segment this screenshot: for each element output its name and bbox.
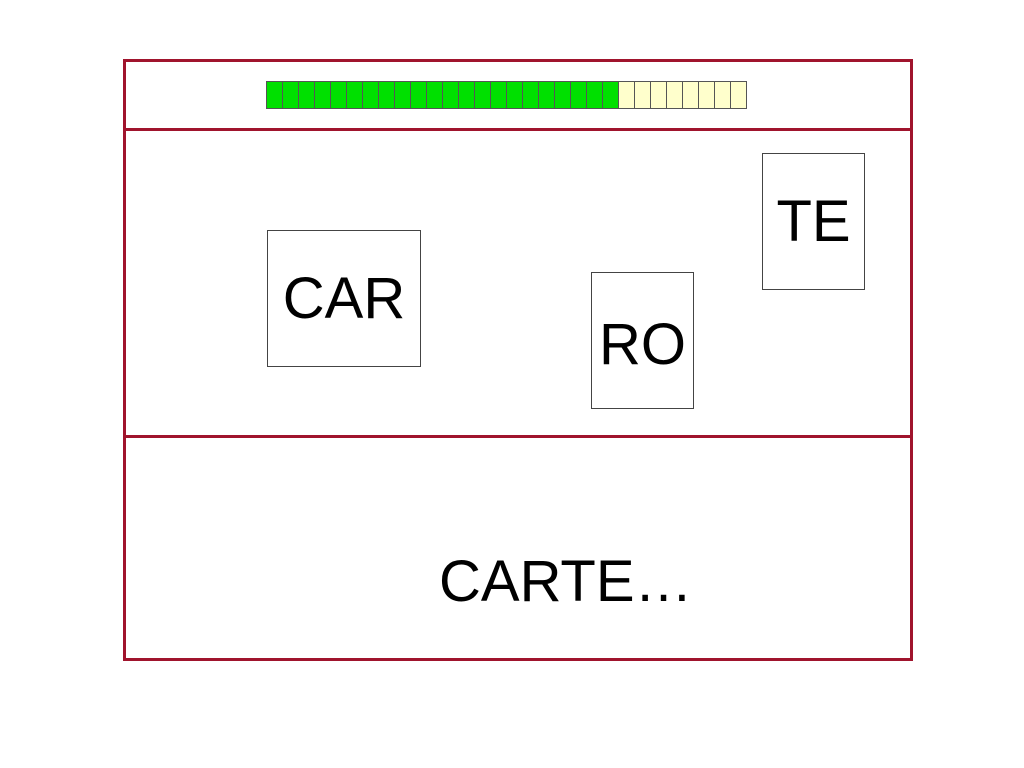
progress-segment-filled [539, 81, 555, 109]
progress-segment-filled [603, 81, 619, 109]
progress-segment-filled [427, 81, 443, 109]
progress-segment-filled [267, 81, 283, 109]
exercise-frame: CAR RO TE CARTE… [123, 59, 913, 661]
progress-segment-filled [587, 81, 603, 109]
syllable-card-label: TE [776, 189, 851, 254]
progress-segment-empty [715, 81, 731, 109]
progress-segment-filled [491, 81, 507, 109]
syllable-card-label: RO [599, 312, 686, 377]
progress-segment-empty [619, 81, 635, 109]
progress-segment-filled [555, 81, 571, 109]
progress-segment-filled [475, 81, 491, 109]
progress-bar [266, 81, 747, 109]
progress-segment-empty [635, 81, 651, 109]
progress-segment-filled [363, 81, 379, 109]
progress-segment-empty [699, 81, 715, 109]
progress-segment-filled [331, 81, 347, 109]
progress-segment-filled [395, 81, 411, 109]
progress-segment-filled [571, 81, 587, 109]
progress-segment-empty [683, 81, 699, 109]
answer-word: CARTE… [439, 549, 693, 614]
progress-segment-filled [443, 81, 459, 109]
syllable-card-car[interactable]: CAR [267, 230, 421, 367]
answer-divider [126, 435, 910, 438]
progress-segment-filled [315, 81, 331, 109]
progress-segment-empty [731, 81, 747, 109]
syllable-card-label: CAR [282, 266, 406, 331]
progress-segment-filled [507, 81, 523, 109]
progress-segment-filled [283, 81, 299, 109]
syllable-card-ro[interactable]: RO [591, 272, 694, 409]
header-divider [126, 128, 910, 131]
progress-segment-filled [459, 81, 475, 109]
progress-segment-empty [651, 81, 667, 109]
progress-segment-filled [347, 81, 363, 109]
progress-segment-filled [299, 81, 315, 109]
progress-segment-filled [379, 81, 395, 109]
progress-segment-filled [411, 81, 427, 109]
progress-segment-empty [667, 81, 683, 109]
progress-segment-filled [523, 81, 539, 109]
syllable-card-te[interactable]: TE [762, 153, 865, 290]
